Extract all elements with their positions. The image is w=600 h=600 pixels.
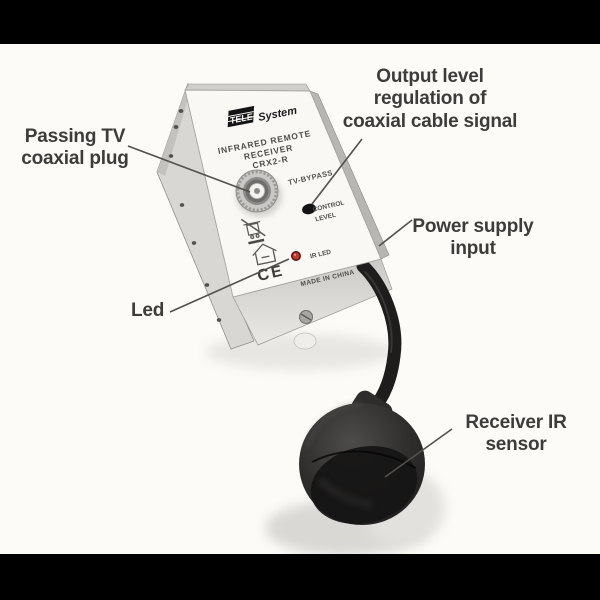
sensor-rim-highlight [304,402,363,449]
ir-led [291,251,301,261]
device-label-face [184,89,382,298]
ce-mark-text: CE [256,262,286,285]
sensor-cable [356,259,402,416]
leader-lines [127,138,453,478]
callout-passing-tv-coaxial-plug: Passing TV coaxial plug [21,126,129,170]
letterbox-top-bar [0,0,600,44]
coax-connector [235,169,282,217]
ir-led-label: IR LED [309,249,332,261]
control-level-pot [302,203,316,215]
letterbox-bottom-bar [0,554,600,600]
sensor-inner-reflection [317,477,373,509]
leader-power-supply [378,219,413,247]
leader-output-level [311,138,363,205]
leader-led [169,258,290,313]
sensor-lens-window [310,446,418,524]
device-shadow [205,334,395,370]
weee-bin-icon [240,218,266,245]
house-icon [252,243,277,266]
bracket-holes [168,109,222,322]
callout-led: Led [131,300,165,321]
ir-sensor [299,390,425,525]
callout-power-supply-input: Power supply input [412,216,534,260]
bottom-connector [293,332,317,350]
brand-logo: TELE [227,105,254,128]
callout-output-level-regulation: Output level regulation of coaxial cable… [342,66,518,132]
leader-passing-tv [127,145,251,193]
cable-highlight [364,271,393,353]
leader-receiver-ir [384,428,453,478]
brand-mark-text: TELE [229,111,254,125]
screw [299,310,313,324]
control-line2: LEVEL [315,212,337,224]
callout-receiver-ir-sensor: Receiver IR sensor [465,412,567,456]
